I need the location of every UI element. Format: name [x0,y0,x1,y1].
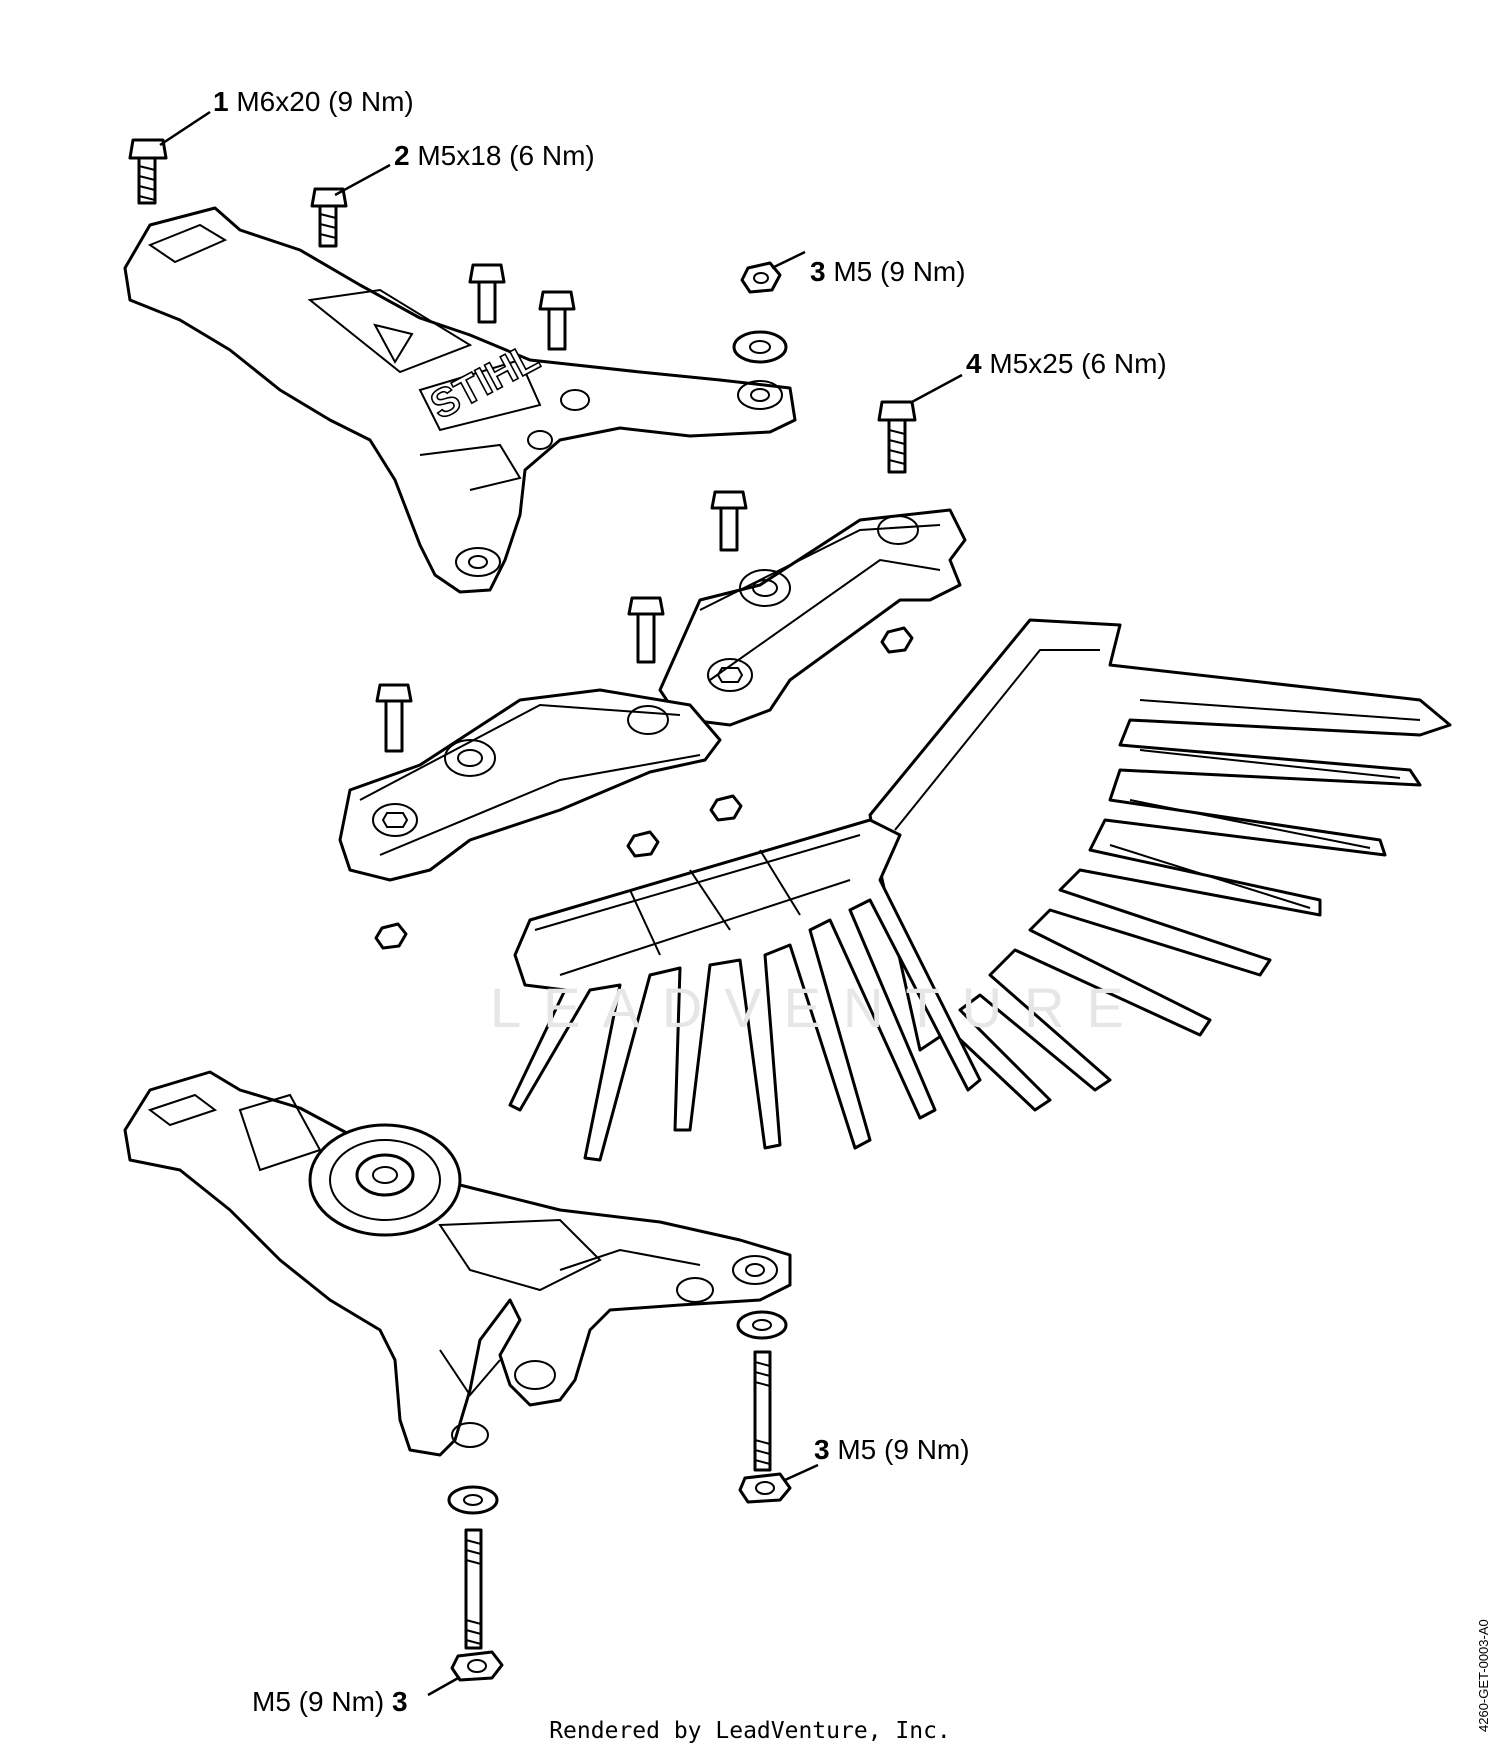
callout-2: 2 M5x18 (6 Nm) [394,140,595,171]
leader-lines [159,110,963,1697]
screw-m5x18 [310,187,348,248]
screw-blade-a [710,490,748,552]
screw-blade-b [627,596,665,664]
blade-upper [868,618,1452,1112]
footer-credit: Rendered by LeadVenture, Inc. [549,1718,951,1744]
screw-cover-a [468,263,506,324]
callout-3-bottom: M5 (9 Nm) 3 [252,1686,408,1717]
watermark: LEADVENTURE [490,976,1146,1039]
screw-blade-c [375,683,413,753]
callout-4: 4 M5x25 (6 Nm) [966,348,1167,379]
gear-housing-cover: STIHL [123,206,797,594]
blade-lower [508,818,982,1162]
stud-center [447,1485,504,1682]
callout-3-top: 3 M5 (9 Nm) [810,256,966,287]
stud-right [736,1310,792,1504]
screw-m5x25 [877,400,917,474]
holder-nuts [374,626,914,950]
nut-m5-top [732,261,788,364]
blade-holder-lower [338,688,722,882]
gear-housing [123,1070,792,1457]
callout-1: 1 M6x20 (9 Nm) [213,86,414,117]
blade-holder-upper [658,508,967,727]
screw-cover-b [538,290,576,351]
callout-3-right: 3 M5 (9 Nm) [814,1434,970,1465]
screw-m6x20 [128,138,168,205]
document-id: 4260-GET-0003-A0 [1476,1619,1491,1732]
